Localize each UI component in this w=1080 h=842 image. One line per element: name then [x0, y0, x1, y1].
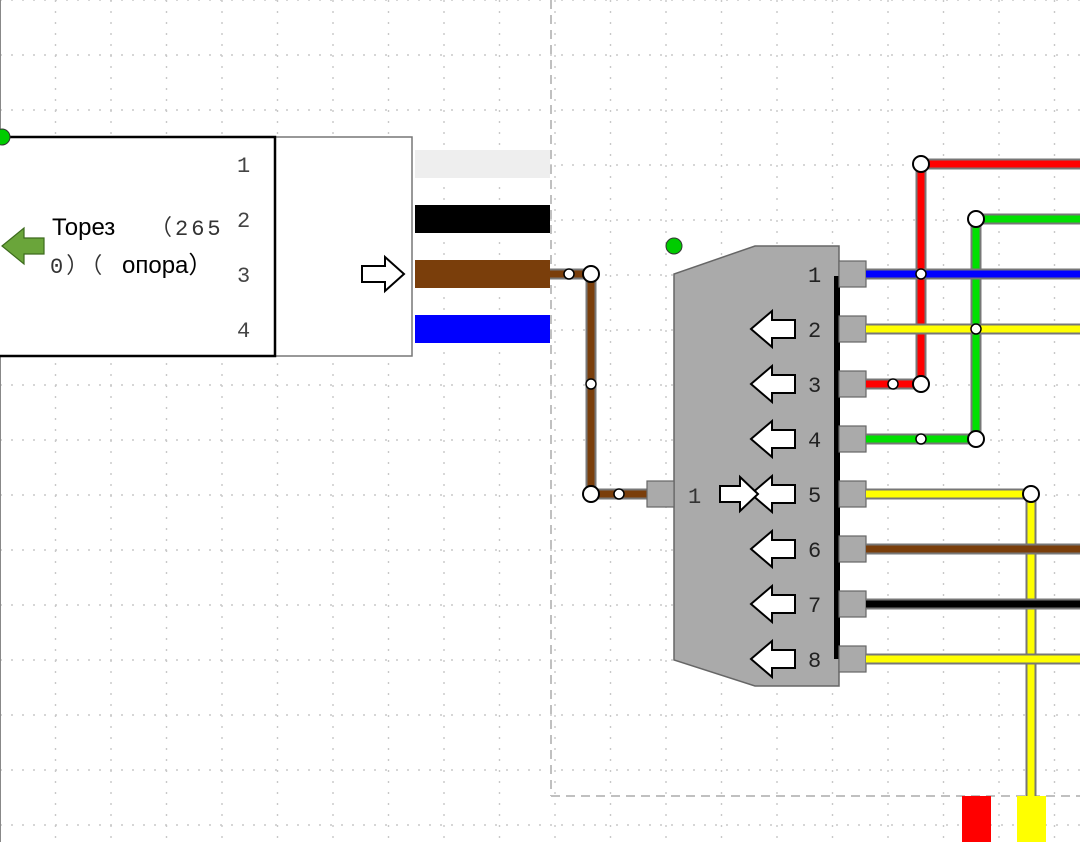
- connector-pin-terminal[interactable]: [838, 645, 867, 673]
- arrow-left-icon: [749, 638, 796, 680]
- right-wires: [866, 155, 1080, 842]
- left-pin-label: 3: [237, 264, 250, 289]
- wire-red-bottom-stub[interactable]: [962, 796, 991, 842]
- left-wire-stubs: [415, 150, 550, 343]
- connector-pin-label: 2: [808, 319, 821, 344]
- connector-body: [673, 245, 840, 687]
- connector-pin-terminal[interactable]: [838, 535, 867, 563]
- connector-pin-terminal[interactable]: [838, 315, 867, 343]
- arrow-left-icon: [749, 528, 796, 570]
- arrow-left-icon: [749, 363, 796, 405]
- arrow-left-icon: [749, 418, 796, 460]
- arrow-left-icon: [749, 583, 796, 625]
- connector-pin-terminal[interactable]: [838, 260, 867, 288]
- connector-input-pin-label: 1: [688, 485, 701, 510]
- left-block-code-part1: （265: [150, 217, 224, 242]
- connector-node[interactable]: [665, 237, 683, 255]
- connector[interactable]: 1 1 2 3 4 5 6 7 8: [646, 245, 867, 687]
- left-block-title: Торез: [52, 214, 115, 241]
- arrow-left-icon: [749, 308, 796, 350]
- connector-pin-label: 7: [808, 594, 821, 619]
- connector-pin-terminal[interactable]: [838, 425, 867, 453]
- arrow-right-icon: [361, 254, 406, 294]
- wire-node[interactable]: [915, 268, 927, 280]
- wire-blue[interactable]: [415, 315, 550, 343]
- arrow-right-icon: [719, 474, 760, 514]
- connector-pin-label: 8: [808, 649, 821, 674]
- brown-route[interactable]: [550, 265, 647, 503]
- connector-input-terminal[interactable]: [646, 480, 675, 508]
- left-block-role: опора）: [122, 252, 212, 279]
- region-boundary: [550, 0, 1080, 797]
- connector-pin-label: 6: [808, 539, 821, 564]
- connector-bus-bar: [834, 276, 840, 659]
- wire-node[interactable]: [585, 378, 597, 390]
- connector-pin-terminal[interactable]: [838, 480, 867, 508]
- arrow-left-icon: [749, 473, 796, 515]
- left-pin-label: 1: [237, 154, 250, 179]
- left-block[interactable]: Торез （265 0）（ опора） 1 2 3 4: [0, 128, 413, 358]
- left-block-code-part2: 0）（: [50, 255, 105, 280]
- connector-pin-label: 3: [808, 374, 821, 399]
- left-pin-label: 2: [237, 209, 250, 234]
- wire-node[interactable]: [915, 433, 927, 445]
- connector-pin-label: 5: [808, 484, 821, 509]
- wire-white[interactable]: [415, 150, 550, 178]
- wire-junction[interactable]: [967, 430, 985, 448]
- arrow-left-icon[interactable]: [1, 226, 45, 266]
- left-pin-label: 4: [237, 319, 250, 344]
- wire-yellow-bottom-stub[interactable]: [1017, 796, 1046, 842]
- wire-junction[interactable]: [1022, 485, 1040, 503]
- left-block-node[interactable]: [0, 128, 11, 146]
- wire-node[interactable]: [970, 323, 982, 335]
- wire-black[interactable]: [415, 205, 550, 233]
- wire-node[interactable]: [613, 488, 625, 500]
- connector-pin-terminal[interactable]: [838, 370, 867, 398]
- connector-pin-terminal[interactable]: [838, 590, 867, 618]
- connector-pin-label: 4: [808, 429, 821, 454]
- wire-junction[interactable]: [912, 375, 930, 393]
- wire-junction[interactable]: [582, 485, 600, 503]
- left-block-body: [0, 135, 277, 358]
- wire-junction[interactable]: [967, 210, 985, 228]
- wire-junction[interactable]: [582, 265, 600, 283]
- wire-node[interactable]: [887, 378, 899, 390]
- wire-node[interactable]: [563, 268, 575, 280]
- wire-junction[interactable]: [912, 155, 930, 173]
- wire-brown[interactable]: [415, 260, 550, 288]
- connector-pin-label: 1: [808, 264, 821, 289]
